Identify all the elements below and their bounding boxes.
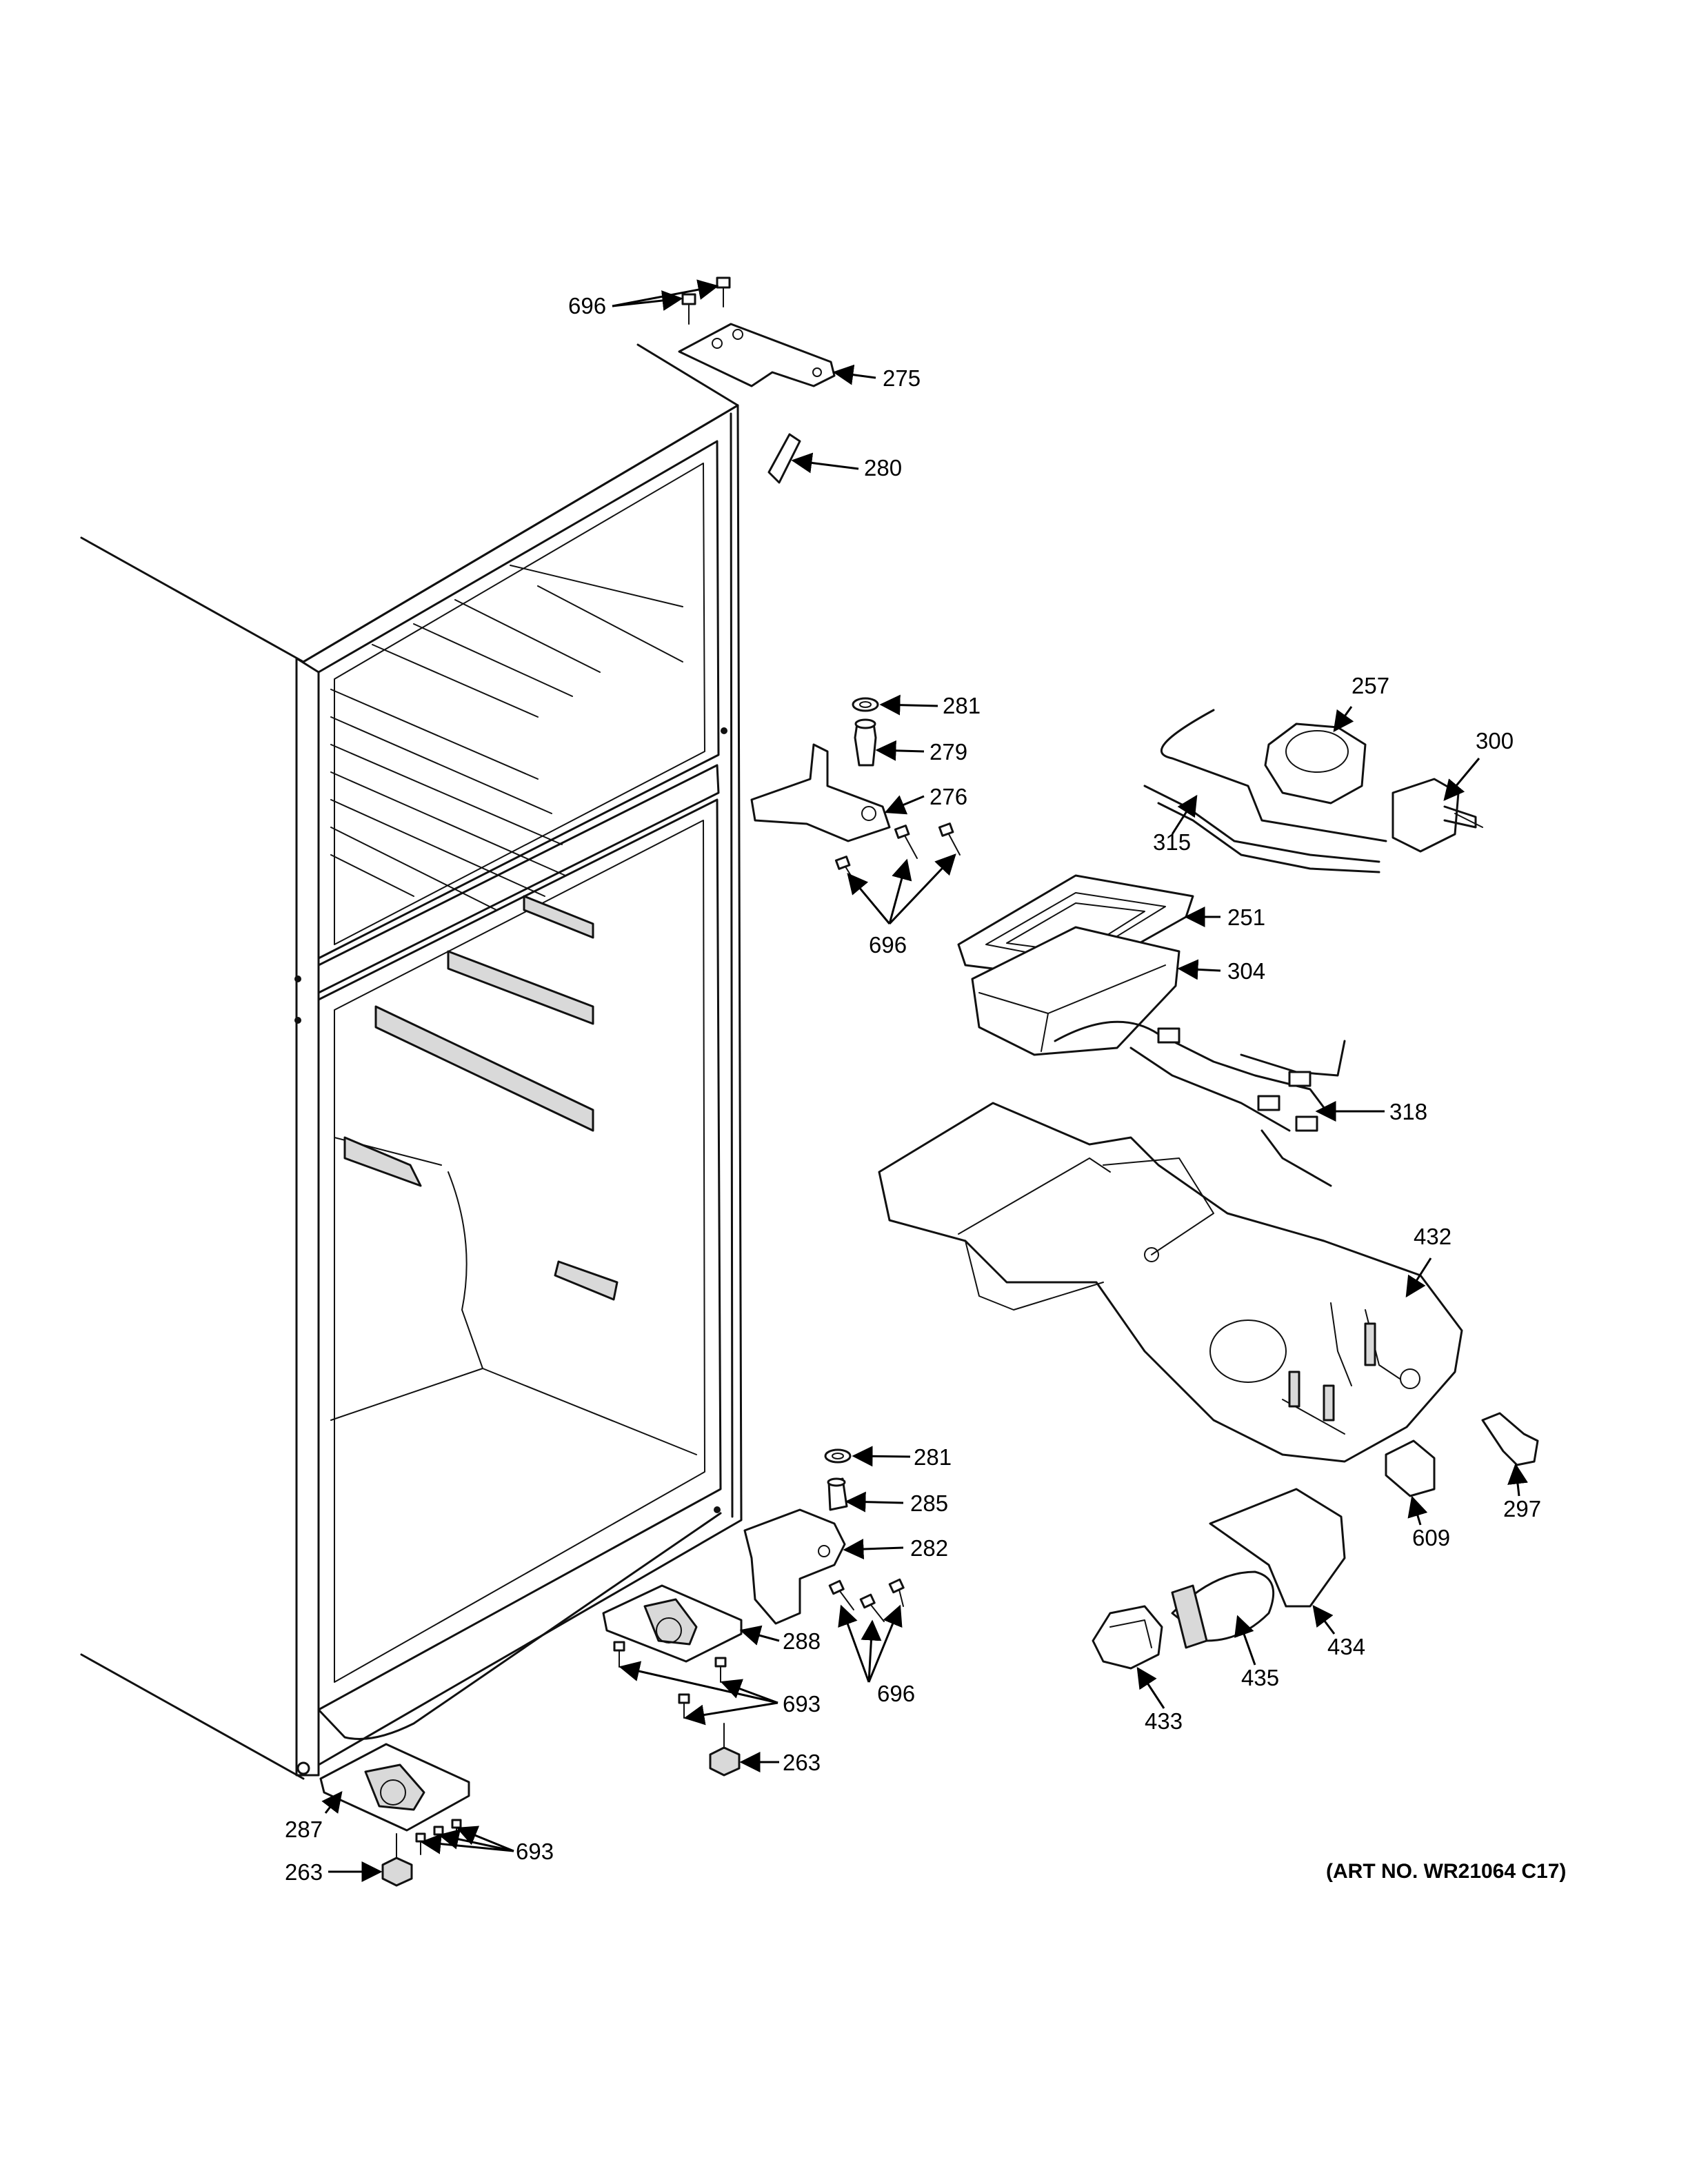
screw-icon: [894, 825, 918, 859]
callout-288: 288: [783, 1628, 821, 1654]
screw-icon: [888, 1578, 905, 1607]
callout-281: 281: [914, 1444, 952, 1470]
callout-433: 433: [1145, 1708, 1183, 1734]
callout-287: 287: [285, 1817, 323, 1842]
callout-282: 282: [910, 1535, 948, 1561]
screw-icon: [681, 293, 696, 325]
callout-labels: 696 275 280 281 279 276 696 257 300 315 …: [285, 293, 1541, 1885]
screw-icon: [678, 1693, 690, 1719]
control-housing-assembly: [878, 874, 1539, 1670]
callout-693: 693: [783, 1691, 821, 1717]
leveler-leg-263-mid: [709, 1723, 741, 1777]
callout-276: 276: [930, 784, 967, 809]
callout-696: 696: [869, 932, 907, 958]
thermostat-assembly: [1143, 709, 1483, 873]
screw-icon: [714, 1657, 727, 1683]
callout-315: 315: [1153, 829, 1191, 855]
callout-304: 304: [1227, 958, 1265, 984]
fresh-food-shelf-rails: [343, 895, 619, 1301]
freezer-shelf-lines: [330, 565, 683, 911]
screw-icon: [415, 1832, 426, 1855]
callout-696: 696: [877, 1681, 915, 1706]
callout-432: 432: [1414, 1224, 1451, 1249]
center-hinge-assembly: [750, 697, 961, 889]
screw-icon: [938, 822, 961, 856]
frame-screw-dots: [294, 727, 727, 1775]
callout-435: 435: [1241, 1665, 1279, 1690]
screw-icon: [716, 276, 731, 307]
roller-assembly-287: [319, 1743, 470, 1832]
callout-434: 434: [1327, 1634, 1365, 1659]
callout-263: 263: [783, 1750, 821, 1775]
callout-300: 300: [1476, 728, 1514, 754]
callout-263: 263: [285, 1859, 323, 1885]
callout-285: 285: [910, 1490, 948, 1516]
screw-icon: [859, 1593, 885, 1622]
callout-693: 693: [516, 1839, 554, 1864]
art-number-label: (ART NO. WR21064 C17): [1326, 1860, 1566, 1883]
top-hinge-assembly: [678, 276, 836, 484]
callout-609: 609: [1412, 1525, 1450, 1550]
callout-279: 279: [930, 739, 967, 765]
callout-257: 257: [1352, 673, 1389, 698]
leveler-leg-263-low: [381, 1833, 413, 1887]
callout-280: 280: [864, 455, 902, 481]
callout-251: 251: [1227, 904, 1265, 930]
lower-hinge-assembly: [743, 1448, 905, 1625]
callout-281: 281: [943, 693, 981, 718]
callout-696: 696: [568, 293, 606, 318]
leader-lines: [321, 279, 1528, 1882]
screw-icon: [828, 1579, 854, 1610]
callout-297: 297: [1503, 1496, 1541, 1521]
roller-assembly-288: [602, 1584, 743, 1663]
screw-icon: [613, 1641, 625, 1668]
callout-275: 275: [883, 365, 921, 391]
callout-318: 318: [1389, 1099, 1427, 1124]
refrigerator-cabinet: [80, 343, 743, 1780]
